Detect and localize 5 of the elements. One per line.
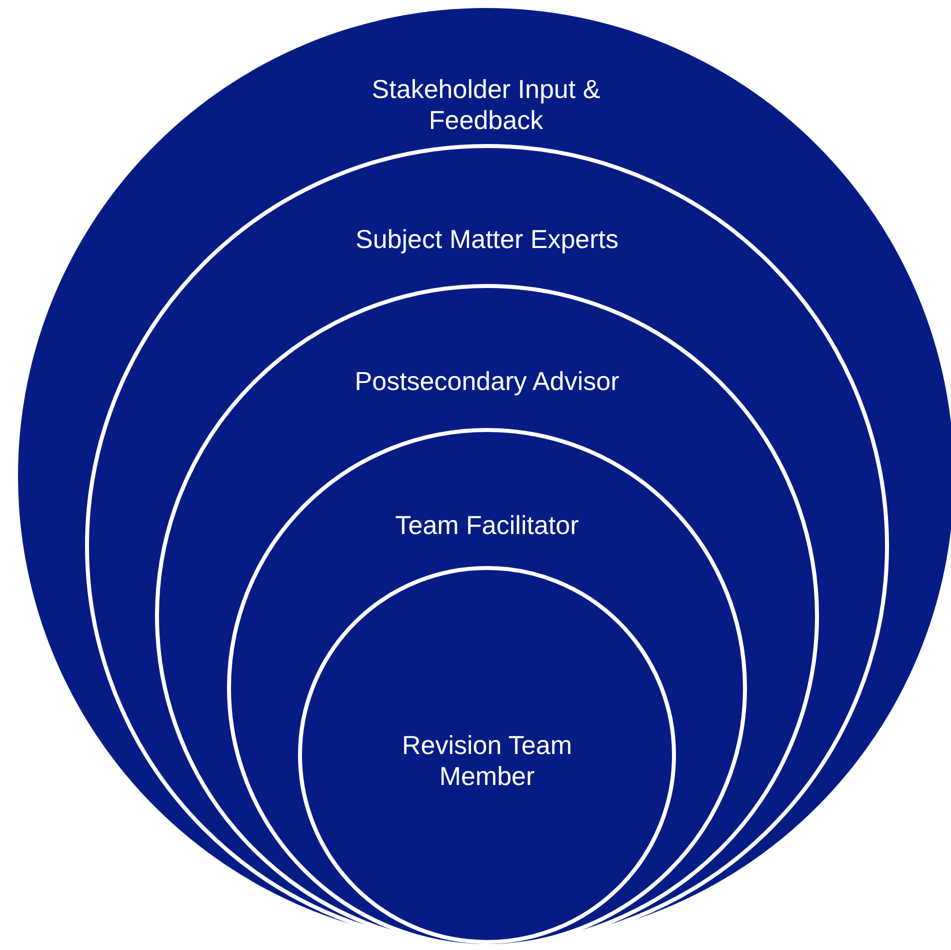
layer-label: Team Facilitator <box>394 510 580 541</box>
layer-label: Stakeholder Input & Feedback <box>370 74 602 136</box>
layer-label: Postsecondary Advisor <box>354 366 620 397</box>
layer-label: Subject Matter Experts <box>354 224 620 255</box>
layer-label: Revision Team Member <box>400 730 574 792</box>
